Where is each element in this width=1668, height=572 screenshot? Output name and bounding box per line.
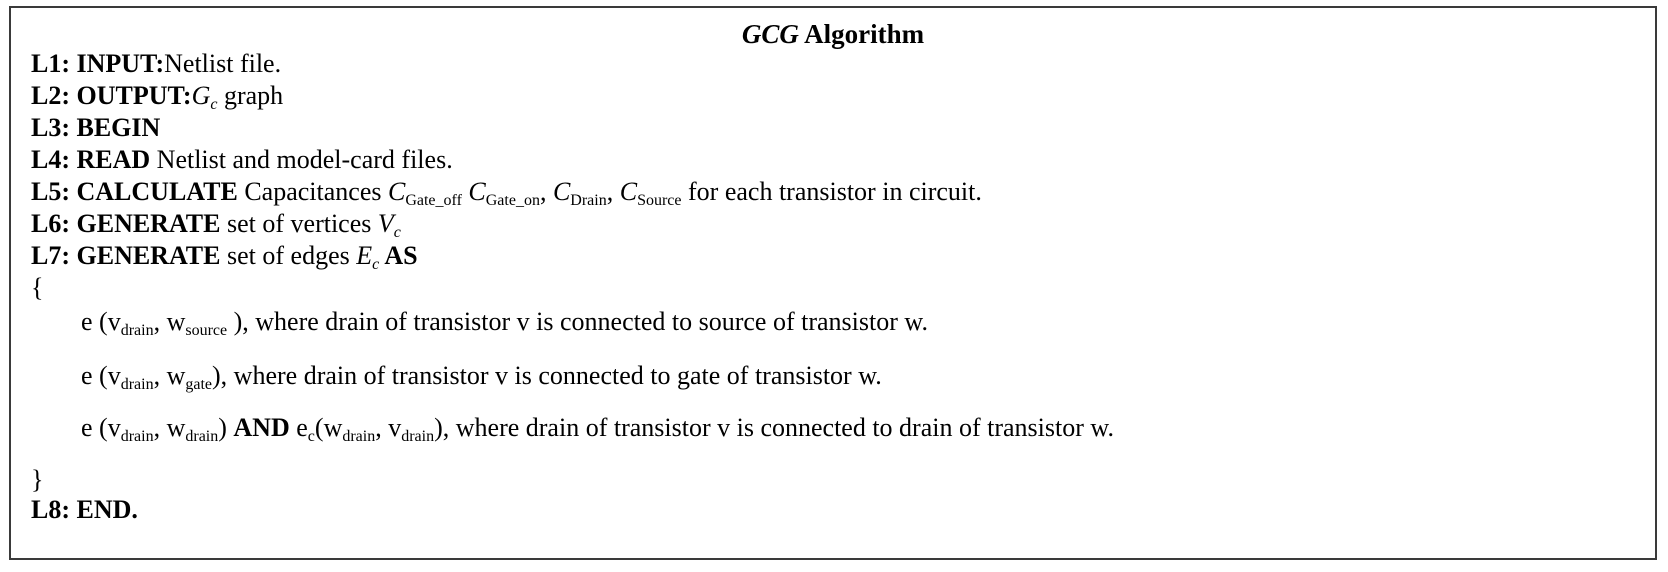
edge-rule-1: e (vdrain, wsource ), where drain of tra… [81,305,928,339]
title-rest: Algorithm [798,19,925,49]
algorithm-box: GCG Algorithm L1: INPUT:Netlist file. L2… [9,6,1657,560]
l2-text: graph [217,81,284,110]
e1-asub: drain [120,322,154,339]
e3-b: , w [153,413,186,442]
e3-bsub: drain [185,428,219,445]
l7-text: set of edges [220,241,357,270]
l1-text: Netlist file. [164,49,282,78]
e3-c: ) [218,413,234,442]
l7-sub: c [372,256,380,273]
l8-label: L8: END. [31,495,138,524]
edge-rule-2: e (vdrain, wgate), where drain of transi… [81,359,882,393]
l5-sep2: , [539,177,553,206]
l7-var: E [356,241,373,270]
e1-b: , w [153,307,186,336]
e2-c: ), where drain of transistor v is connec… [212,361,882,390]
l5-c4sub: Source [637,192,682,209]
edge-rule-3: e (vdrain, wdrain) AND ec(wdrain, vdrain… [81,411,1114,445]
l2-sub: c [210,96,218,113]
l5-c2: C [461,177,486,206]
l6-sub: c [393,224,401,241]
e2-asub: drain [120,376,154,393]
l7-label: L7: GENERATE [31,241,221,270]
line-l4: L4: READ Netlist and model-card files. [31,143,453,177]
e3-g: ), where drain of transistor v is connec… [434,413,1114,442]
l4-label: L4: READ [31,145,151,174]
l5-c1: C [387,177,406,206]
e1-a: e (v [81,307,121,336]
e3-asub: drain [120,428,154,445]
title-italic: GCG [741,19,799,49]
e3-a: e (v [81,413,121,442]
e3-and: AND [233,413,290,442]
l3-label: L3: BEGIN [31,113,161,142]
l4-text: Netlist and model-card files. [150,145,453,174]
e3-f: , v [375,413,402,442]
l2-var: G [191,81,211,110]
line-l7: L7: GENERATE set of edges Ec AS [31,239,418,273]
l5-c2sub: Gate_on [485,192,540,209]
e2-bsub: gate [185,376,213,393]
e3-dsub: c [307,428,315,445]
algorithm-title: GCG Algorithm [11,16,1655,52]
l7-tail: AS [379,241,418,270]
e1-c: ), where drain of transistor v is connec… [227,307,928,336]
l5-c1sub: Gate_off [405,192,462,209]
line-l6: L6: GENERATE set of vertices Vc [31,207,401,241]
l6-text: set of vertices [220,209,378,238]
l5-c4: C [619,177,638,206]
line-l8: L8: END. [31,493,138,527]
close-brace: } [31,465,44,494]
line-l2: L2: OUTPUT:Gc graph [31,79,283,113]
l6-label: L6: GENERATE [31,209,221,238]
line-l5: L5: CALCULATE Capacitances CGate_off CGa… [31,175,982,209]
line-l1: L1: INPUT:Netlist file. [31,47,281,81]
l2-label: L2: OUTPUT: [31,81,192,110]
l5-sep3: , [606,177,620,206]
e3-e: (w [314,413,343,442]
l1-label: L1: INPUT: [31,49,165,78]
e2-b: , w [153,361,186,390]
l5-text2: for each transistor in circuit. [681,177,982,206]
e3-d: e [289,413,308,442]
l5-text1: Capacitances [237,177,388,206]
l5-c3sub: Drain [570,192,607,209]
e2-a: e (v [81,361,121,390]
e1-bsub: source [185,322,228,339]
l6-var: V [377,209,394,238]
open-brace: { [31,273,44,302]
l5-c3: C [552,177,571,206]
e3-fsub: drain [401,428,435,445]
l5-label: L5: CALCULATE [31,177,238,206]
line-l3: L3: BEGIN [31,111,160,145]
e3-esub: drain [342,428,376,445]
